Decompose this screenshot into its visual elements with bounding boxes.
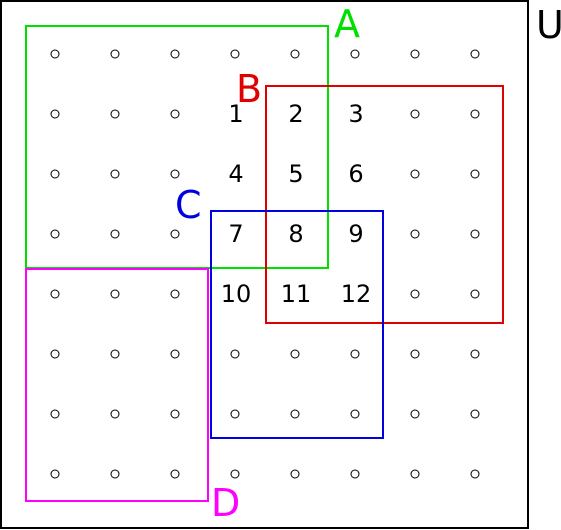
grid-point: [230, 469, 240, 479]
grid-point: [170, 109, 180, 119]
element-number: 3: [348, 100, 363, 128]
grid-point: [50, 109, 60, 119]
element-number: 12: [341, 280, 372, 308]
grid-point: [410, 49, 420, 59]
grid-point: [470, 49, 480, 59]
element-number: 2: [288, 100, 303, 128]
grid-point: [290, 409, 300, 419]
grid-point: [410, 229, 420, 239]
grid-point: [410, 349, 420, 359]
grid-point: [350, 469, 360, 479]
grid-point: [230, 349, 240, 359]
grid-point: [170, 409, 180, 419]
grid-point: [470, 469, 480, 479]
set-c-box: [210, 210, 384, 439]
set-b-box: [265, 85, 504, 324]
element-number: 7: [228, 220, 243, 248]
grid-point: [110, 349, 120, 359]
set-d-label: D: [211, 481, 240, 525]
grid-point: [170, 469, 180, 479]
grid-point: [170, 49, 180, 59]
grid-point: [470, 409, 480, 419]
grid-point: [50, 169, 60, 179]
grid-point: [470, 349, 480, 359]
element-number: 10: [221, 280, 252, 308]
set-a-label: A: [334, 2, 360, 46]
element-number: 11: [281, 280, 312, 308]
grid-point: [470, 229, 480, 239]
grid-point: [350, 409, 360, 419]
grid-point: [170, 169, 180, 179]
element-number: 4: [228, 160, 243, 188]
set-c-label: C: [175, 183, 202, 227]
universe-box: [0, 0, 529, 529]
grid-point: [230, 409, 240, 419]
grid-point: [350, 349, 360, 359]
grid-point: [50, 289, 60, 299]
grid-point: [470, 289, 480, 299]
grid-point: [170, 229, 180, 239]
grid-point: [110, 169, 120, 179]
element-number: 9: [348, 220, 363, 248]
grid-point: [110, 409, 120, 419]
element-number: 8: [288, 220, 303, 248]
set-b-label: B: [236, 67, 262, 111]
set-d-box: [25, 268, 209, 502]
grid-point: [110, 469, 120, 479]
grid-point: [290, 469, 300, 479]
set-a-box: [25, 25, 329, 269]
grid-point: [110, 289, 120, 299]
grid-point: [470, 169, 480, 179]
grid-point: [170, 349, 180, 359]
grid-point: [350, 49, 360, 59]
grid-point: [110, 109, 120, 119]
element-number: 6: [348, 160, 363, 188]
grid-point: [290, 349, 300, 359]
grid-point: [50, 49, 60, 59]
grid-point: [410, 409, 420, 419]
grid-point: [50, 349, 60, 359]
grid-point: [410, 169, 420, 179]
element-number: 1: [228, 100, 243, 128]
universe-label: U: [536, 3, 561, 47]
grid-point: [470, 109, 480, 119]
grid-point: [230, 49, 240, 59]
grid-point: [50, 469, 60, 479]
grid-point: [410, 289, 420, 299]
grid-point: [110, 49, 120, 59]
grid-point: [410, 109, 420, 119]
grid-point: [410, 469, 420, 479]
grid-point: [170, 289, 180, 299]
element-number: 5: [288, 160, 303, 188]
grid-point: [290, 49, 300, 59]
grid-point: [50, 409, 60, 419]
grid-point: [50, 229, 60, 239]
grid-point: [110, 229, 120, 239]
